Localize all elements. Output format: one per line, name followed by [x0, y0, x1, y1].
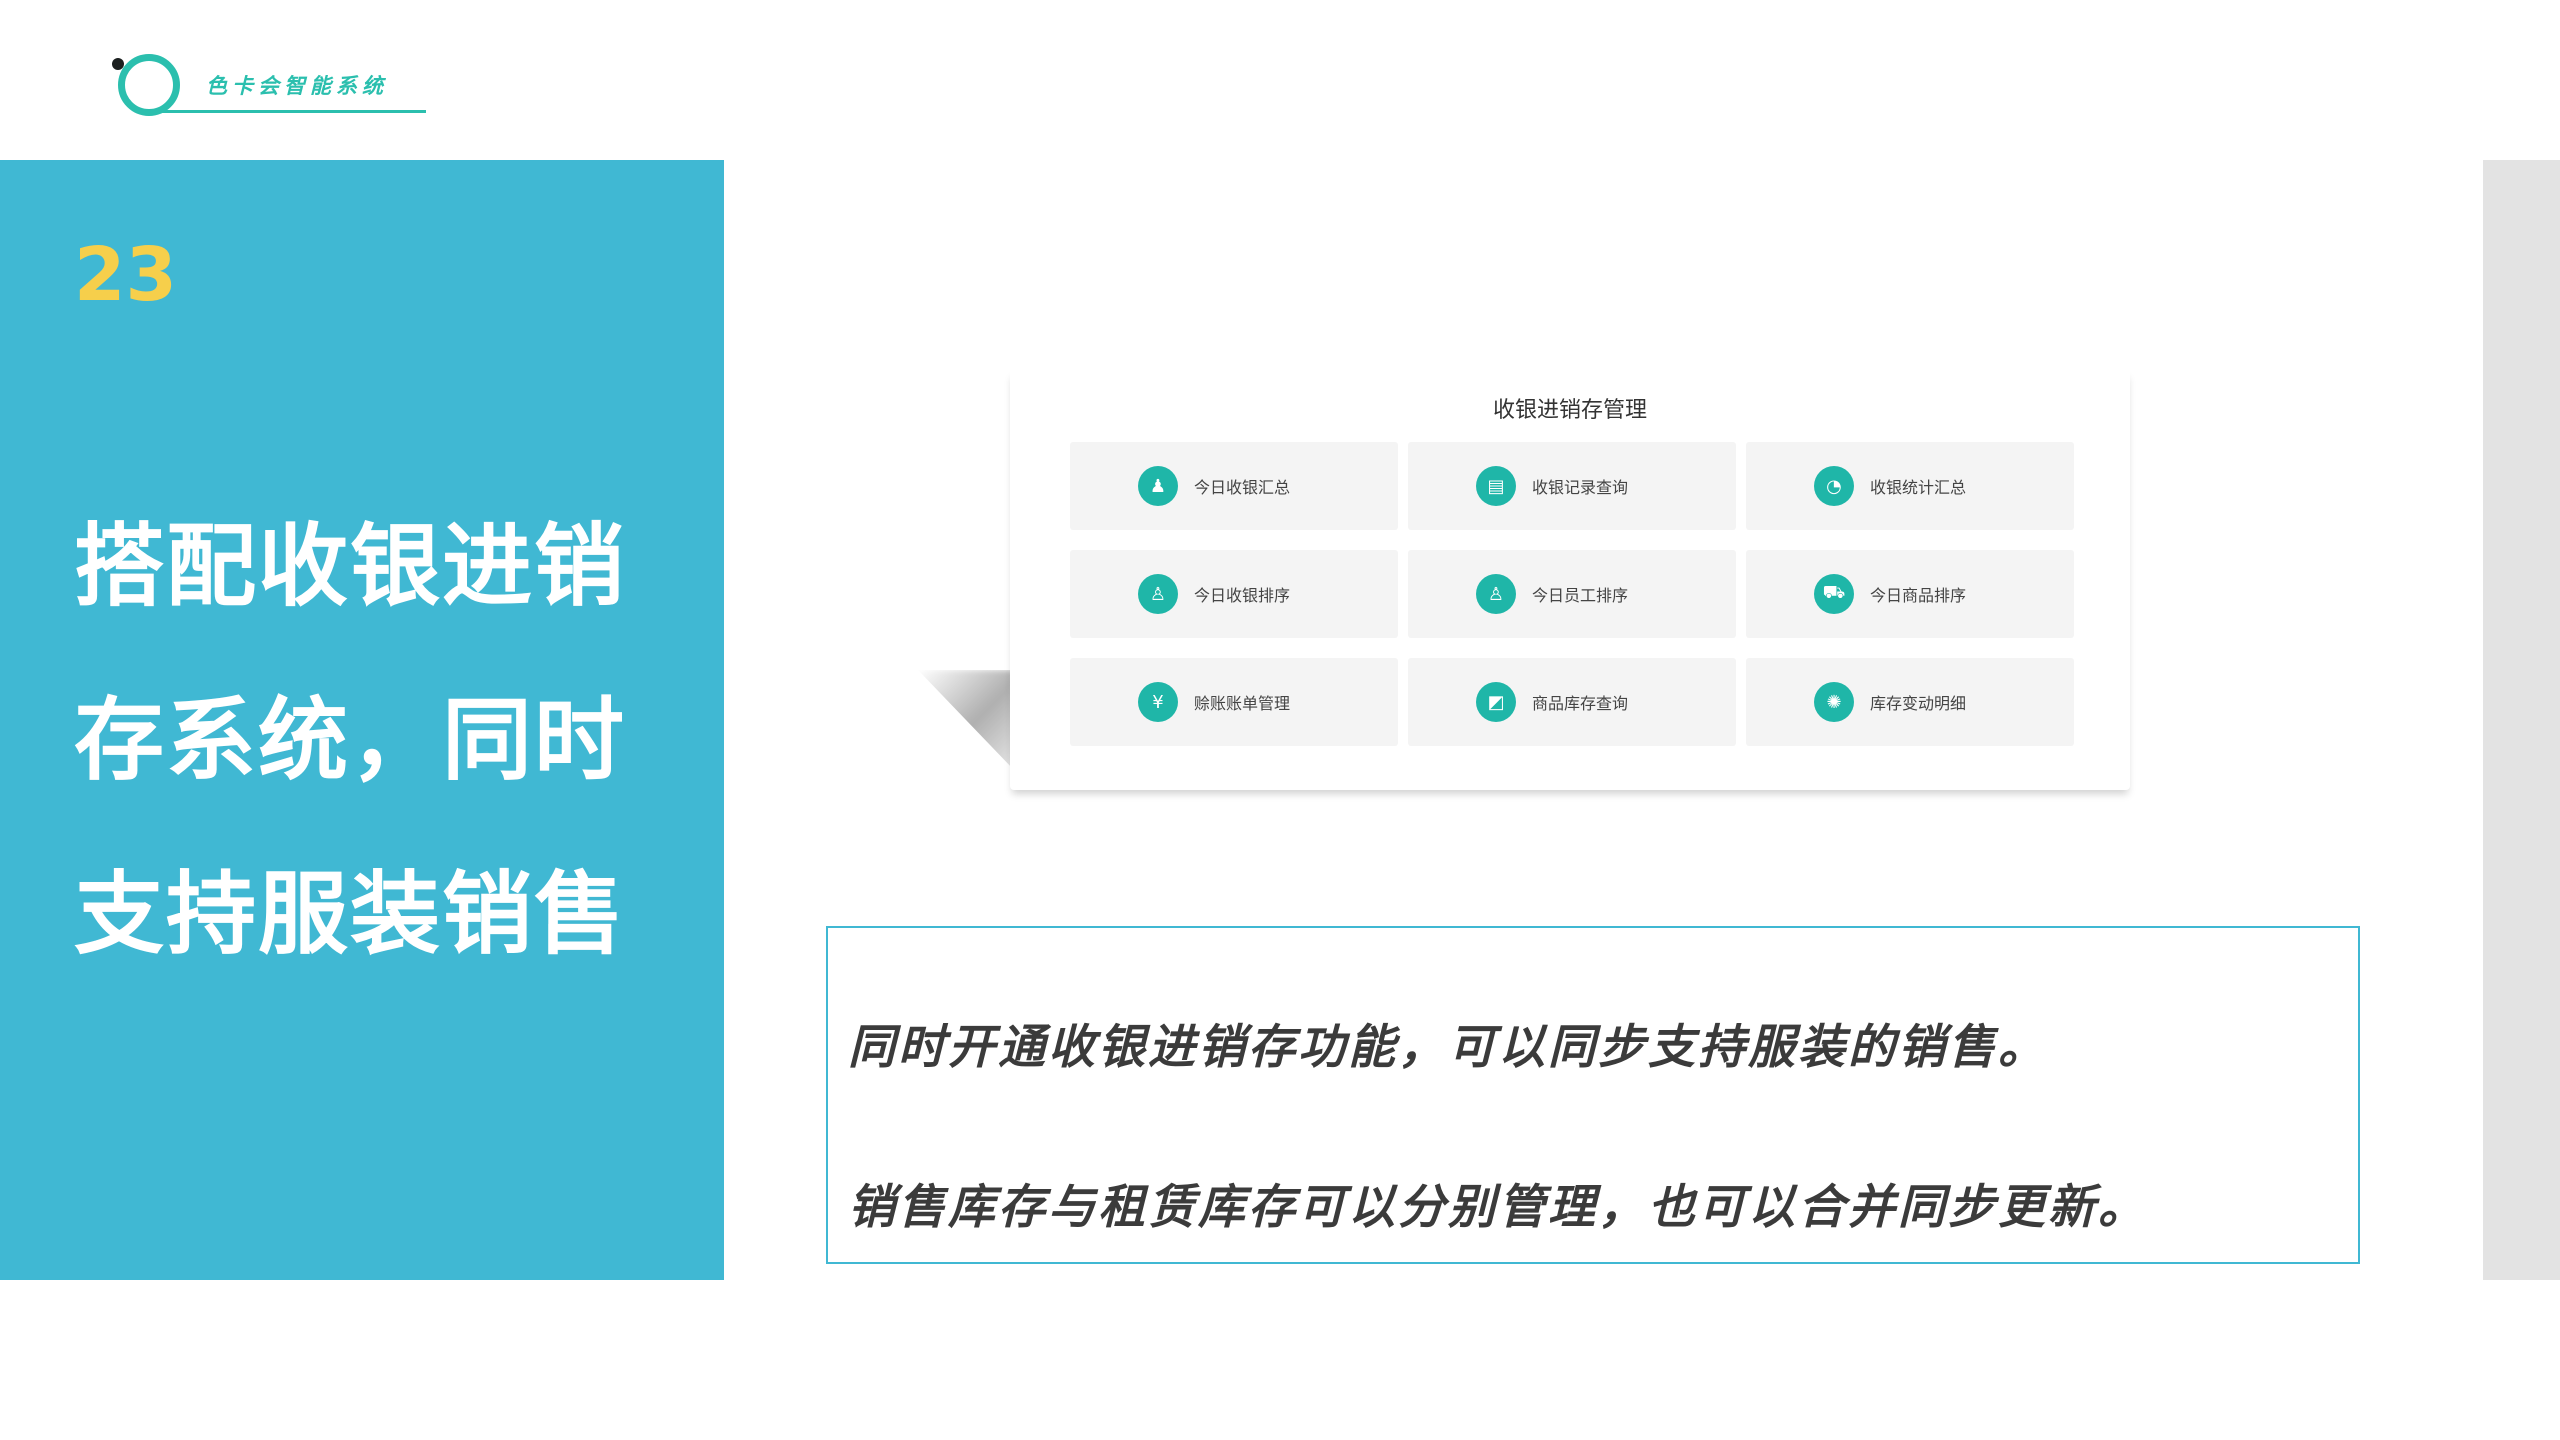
- user-icon: ♙: [1137, 574, 1178, 614]
- tile-label: 收银统计汇总: [1869, 478, 1966, 497]
- tile-cash-record-query[interactable]: ▤ 收银记录查询: [1408, 442, 1736, 530]
- right-decorative-strip: [2483, 160, 2560, 1280]
- tile-stock-change-details[interactable]: ✺ 库存变动明细: [1746, 658, 2074, 746]
- logo-dot-icon: [112, 58, 124, 70]
- logo-ring-icon: [118, 54, 180, 116]
- headline-line-3: 支持服装销售: [74, 862, 626, 967]
- slide-number: 23: [74, 232, 177, 318]
- menu-tile-grid: ♟ 今日收银汇总 ▤ 收银记录查询 ◔ 收银统计汇总 ♙ 今日收银排序 ♙ 今日…: [1070, 442, 2076, 746]
- tile-label: 赊账账单管理: [1193, 694, 1290, 713]
- tile-today-staff-ranking[interactable]: ♙ 今日员工排序: [1408, 550, 1736, 638]
- tile-label: 库存变动明细: [1869, 694, 1966, 713]
- user-icon: ♙: [1475, 574, 1516, 614]
- spinner-icon: ✺: [1813, 682, 1854, 722]
- logo-underline: [150, 110, 426, 113]
- screenshot-title: 收银进销存管理: [1492, 398, 1647, 423]
- tile-cash-statistics[interactable]: ◔ 收银统计汇总: [1746, 442, 2074, 530]
- tile-product-stock-query[interactable]: ◩ 商品库存查询: [1408, 658, 1736, 746]
- money-bag-icon: ¥: [1137, 682, 1178, 722]
- slide-headline: 搭配收银进销 存系统，同时 支持服装销售: [74, 480, 694, 1002]
- tile-label: 今日员工排序: [1531, 586, 1628, 605]
- tile-label: 今日收银汇总: [1193, 478, 1290, 497]
- brand-logo: 色卡会智能系统: [112, 48, 432, 118]
- tile-credit-bill-management[interactable]: ¥ 赊账账单管理: [1070, 658, 1398, 746]
- description-box: 同时开通收银进销存功能，可以同步支持服装的销售。 销售库存与租赁库存可以分别管理…: [826, 926, 2360, 1264]
- tile-today-cash-ranking[interactable]: ♙ 今日收银排序: [1070, 550, 1398, 638]
- tile-label: 商品库存查询: [1531, 694, 1628, 713]
- headline-line-2: 存系统，同时: [74, 688, 626, 793]
- tile-label: 今日收银排序: [1193, 586, 1290, 605]
- tile-label: 收银记录查询: [1531, 478, 1628, 497]
- people-icon: ♟: [1137, 466, 1178, 506]
- box-icon: ◩: [1475, 682, 1516, 722]
- tile-label: 今日商品排序: [1869, 586, 1966, 605]
- decorative-shadow: [918, 670, 1014, 770]
- left-title-panel: 23 搭配收银进销 存系统，同时 支持服装销售: [0, 160, 724, 1280]
- description-line-2: 销售库存与租赁库存可以分别管理，也可以合并同步更新。: [848, 1180, 2148, 1235]
- tile-today-cash-summary[interactable]: ♟ 今日收银汇总: [1070, 442, 1398, 530]
- pos-inventory-screenshot: 收银进销存管理 ♟ 今日收银汇总 ▤ 收银记录查询 ◔ 收银统计汇总 ♙ 今日收…: [1010, 370, 2130, 790]
- description-line-1: 同时开通收银进销存功能，可以同步支持服装的销售。: [848, 1020, 2048, 1075]
- headline-line-1: 搭配收银进销: [74, 514, 626, 619]
- tile-today-product-ranking[interactable]: ⛟ 今日商品排序: [1746, 550, 2074, 638]
- pie-chart-icon: ◔: [1813, 466, 1854, 506]
- cart-icon: ⛟: [1813, 574, 1854, 614]
- document-icon: ▤: [1475, 466, 1516, 506]
- logo-text: 色卡会智能系统: [206, 74, 388, 98]
